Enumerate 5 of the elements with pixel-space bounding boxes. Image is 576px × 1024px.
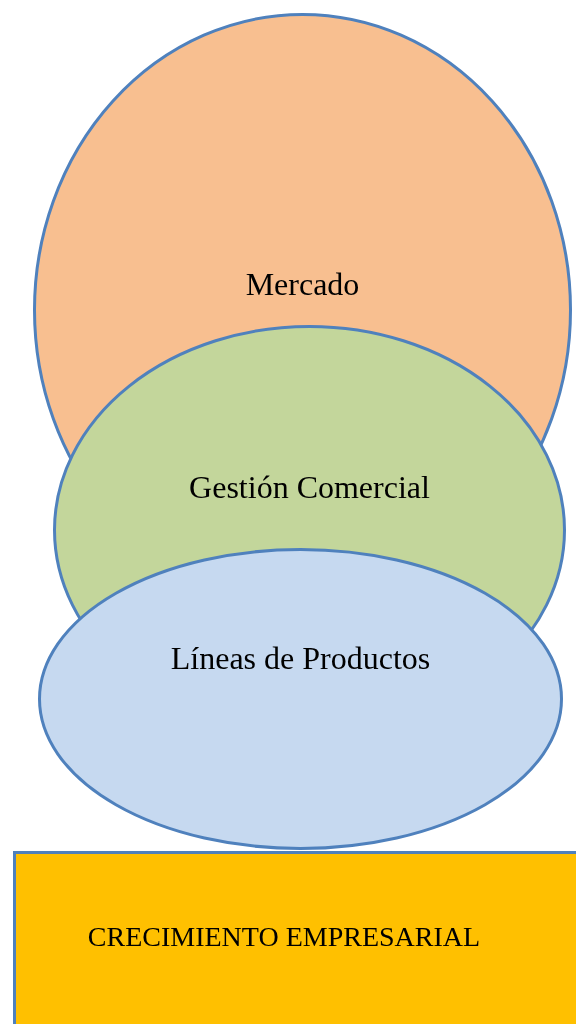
node-label: Líneas de Productos (169, 639, 432, 677)
node-label: Mercado (244, 265, 361, 303)
node-label: CRECIMIENTO EMPRESARIAL (86, 921, 482, 954)
node-label: Gestión Comercial (188, 468, 431, 506)
rectangle-box (13, 851, 576, 1024)
